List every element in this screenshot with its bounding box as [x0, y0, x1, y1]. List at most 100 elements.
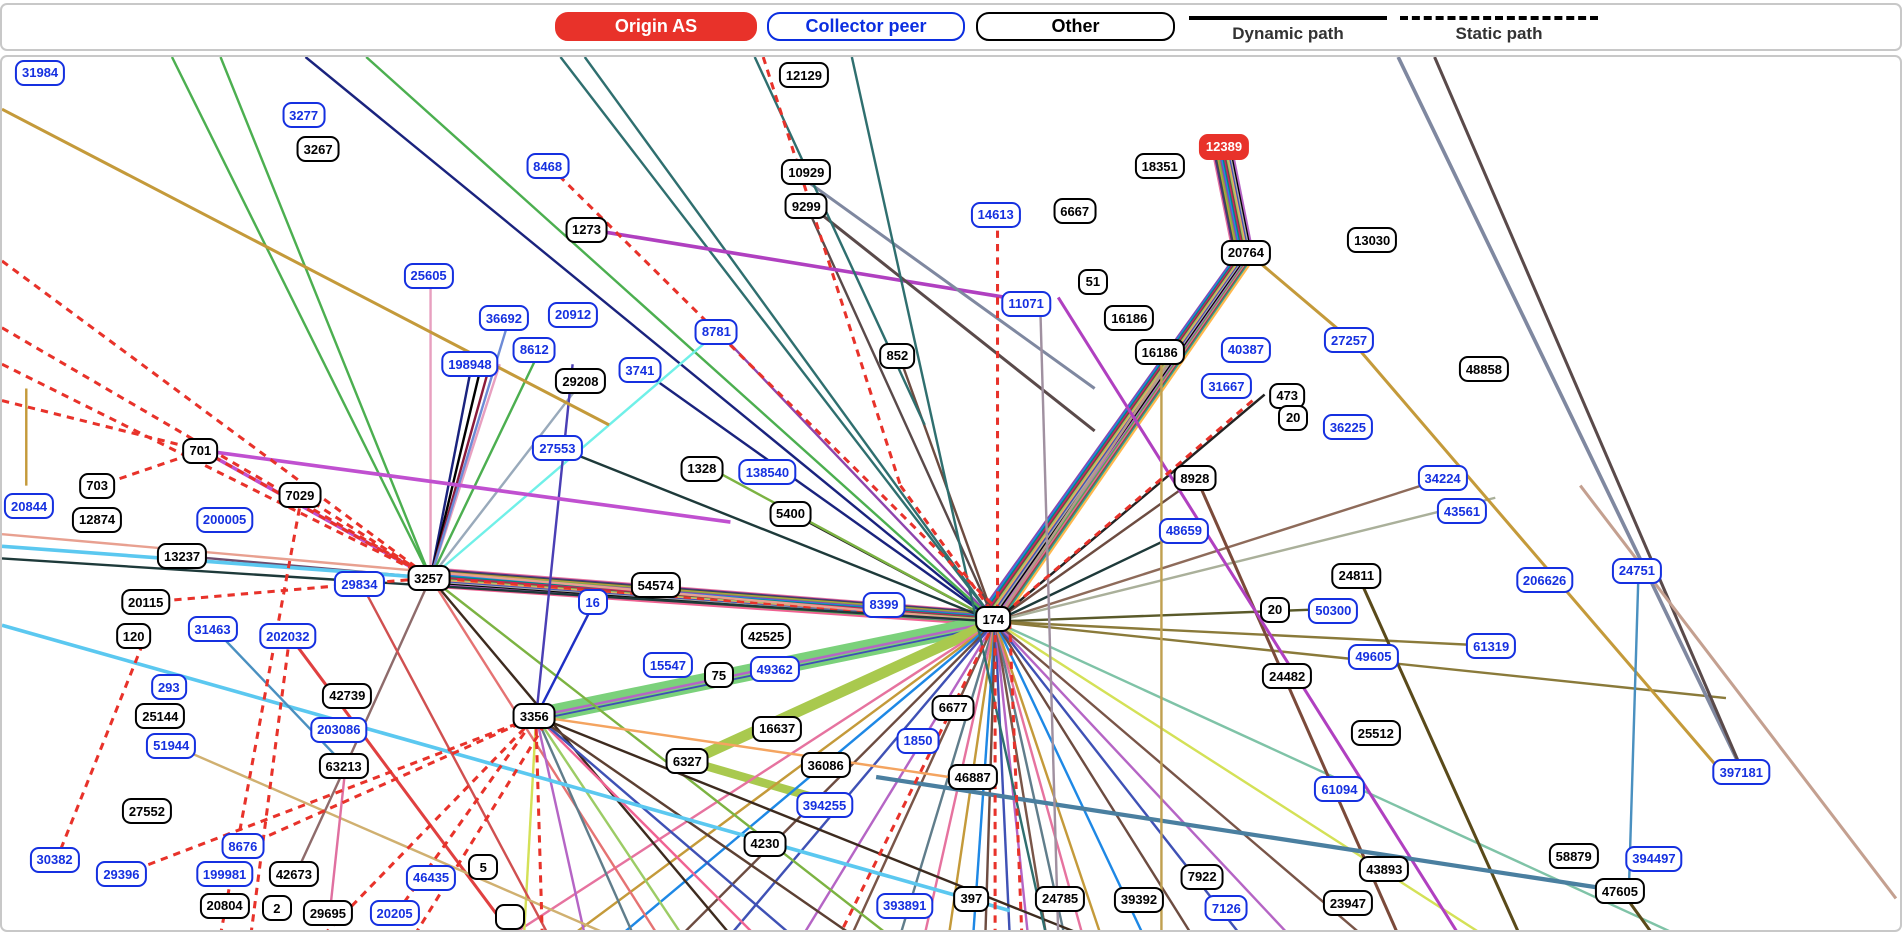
as-node[interactable]: 3356 [512, 703, 556, 730]
as-node[interactable]: 10929 [781, 159, 832, 186]
as-node[interactable]: 7029 [278, 482, 322, 509]
collector-peer-node[interactable]: 8399 [862, 591, 906, 618]
collector-peer-node[interactable]: 49605 [1348, 643, 1399, 670]
collector-peer-node[interactable]: 50300 [1308, 597, 1359, 624]
collector-peer-node[interactable]: 16 [577, 589, 608, 616]
collector-peer-node[interactable]: 8612 [512, 336, 556, 363]
as-node[interactable]: 58879 [1548, 843, 1599, 870]
collector-peer-node[interactable]: 8676 [221, 833, 265, 860]
as-node[interactable]: 6667 [1053, 198, 1097, 225]
collector-peer-node[interactable]: 394255 [795, 792, 854, 819]
as-node[interactable]: 16186 [1104, 305, 1155, 332]
as-node[interactable]: 16637 [752, 715, 803, 742]
as-node[interactable]: 23947 [1322, 890, 1373, 917]
collector-peer-node[interactable]: 206626 [1515, 567, 1574, 594]
collector-peer-node[interactable]: 49362 [749, 656, 800, 683]
collector-peer-node[interactable]: 202032 [259, 623, 317, 650]
as-node[interactable]: 174 [975, 606, 1012, 633]
as-node[interactable]: 4230 [743, 830, 787, 857]
as-node[interactable]: 20804 [199, 892, 250, 919]
as-node[interactable]: 24785 [1035, 885, 1086, 912]
as-node[interactable]: 9299 [784, 193, 828, 220]
collector-peer-node[interactable]: 36692 [478, 305, 529, 332]
as-node[interactable]: 54574 [630, 572, 681, 599]
collector-peer-node[interactable]: 34224 [1417, 465, 1468, 492]
as-node[interactable] [495, 903, 525, 930]
collector-peer-node[interactable]: 31984 [15, 59, 66, 86]
as-node[interactable]: 42525 [741, 623, 792, 650]
as-node[interactable]: 46887 [947, 764, 998, 791]
as-node[interactable]: 701 [182, 437, 219, 464]
as-node[interactable]: 20764 [1220, 239, 1271, 266]
as-node[interactable]: 25512 [1350, 720, 1401, 747]
as-node[interactable]: 120 [115, 623, 152, 650]
collector-peer-node[interactable]: 51944 [146, 732, 197, 759]
collector-peer-node[interactable]: 14613 [970, 201, 1021, 228]
collector-peer-node[interactable]: 36225 [1322, 414, 1373, 441]
collector-peer-node[interactable]: 20912 [548, 301, 599, 328]
as-node[interactable]: 5400 [769, 500, 812, 527]
as-node[interactable]: 7922 [1180, 863, 1224, 890]
collector-peer-node[interactable]: 30382 [29, 846, 80, 873]
collector-peer-node[interactable]: 20205 [369, 900, 420, 927]
collector-peer-node[interactable]: 43561 [1436, 498, 1488, 525]
collector-peer-node[interactable]: 25605 [403, 262, 454, 289]
collector-peer-node[interactable]: 48659 [1158, 517, 1209, 544]
collector-peer-node[interactable]: 393891 [875, 892, 934, 919]
collector-peer-node[interactable]: 7126 [1204, 895, 1248, 922]
as-node[interactable]: 36086 [800, 752, 851, 778]
collector-peer-node[interactable]: 200005 [195, 506, 254, 533]
as-node[interactable]: 18351 [1134, 153, 1185, 180]
as-node[interactable]: 13237 [157, 543, 208, 570]
collector-peer-node[interactable]: 394497 [1625, 845, 1683, 872]
as-node[interactable]: 29208 [555, 368, 606, 395]
collector-peer-node[interactable]: 29396 [96, 861, 147, 888]
as-node[interactable]: 63213 [318, 753, 369, 780]
collector-peer-node[interactable]: 40387 [1220, 336, 1271, 363]
collector-peer-node[interactable]: 29834 [334, 571, 385, 598]
as-node[interactable]: 47605 [1594, 878, 1645, 905]
as-node[interactable]: 25144 [135, 703, 186, 730]
as-node[interactable]: 397 [953, 885, 990, 912]
as-node[interactable]: 3257 [407, 565, 451, 591]
collector-peer-node[interactable]: 15547 [642, 652, 693, 679]
as-node[interactable]: 5 [468, 854, 499, 880]
as-node[interactable]: 48858 [1458, 356, 1509, 383]
collector-peer-node[interactable]: 27553 [532, 435, 583, 462]
collector-peer-node[interactable]: 46435 [406, 864, 457, 891]
as-node[interactable]: 1273 [565, 216, 608, 243]
as-node[interactable]: 2 [261, 895, 292, 922]
as-node[interactable]: 51 [1077, 268, 1108, 295]
collector-peer-node[interactable]: 3277 [282, 102, 326, 129]
collector-peer-node[interactable]: 138540 [738, 459, 797, 486]
collector-peer-node[interactable]: 24751 [1611, 557, 1662, 584]
as-node[interactable]: 13030 [1347, 227, 1398, 254]
as-node[interactable]: 43893 [1359, 856, 1410, 883]
collector-peer-node[interactable]: 3741 [618, 357, 662, 384]
as-node[interactable]: 6327 [665, 748, 709, 775]
as-node[interactable]: 20 [1260, 596, 1290, 623]
as-node[interactable]: 12874 [72, 506, 123, 533]
as-node[interactable]: 12129 [778, 62, 829, 89]
collector-peer-node[interactable]: 61094 [1314, 776, 1365, 803]
as-node[interactable]: 852 [879, 342, 916, 369]
as-node[interactable]: 3267 [296, 136, 340, 163]
collector-peer-node[interactable]: 8781 [694, 318, 738, 345]
collector-peer-node[interactable]: 20844 [4, 493, 55, 520]
as-node[interactable]: 20 [1278, 404, 1309, 431]
collector-peer-node[interactable]: 203086 [310, 716, 368, 743]
collector-peer-node[interactable]: 198948 [441, 351, 499, 378]
as-node[interactable]: 1328 [680, 455, 724, 482]
collector-peer-node[interactable]: 199981 [195, 861, 254, 888]
as-node[interactable]: 24811 [1331, 562, 1382, 589]
as-node[interactable]: 27552 [121, 798, 172, 825]
collector-peer-node[interactable]: 31463 [187, 616, 238, 642]
as-node[interactable]: 75 [703, 662, 734, 689]
as-node[interactable]: 29695 [302, 900, 353, 927]
collector-peer-node[interactable]: 31667 [1201, 373, 1252, 400]
collector-peer-node[interactable]: 1850 [896, 727, 940, 754]
as-node[interactable]: 8928 [1173, 465, 1217, 492]
collector-peer-node[interactable]: 8468 [526, 153, 570, 180]
as-node[interactable]: 473 [1269, 382, 1306, 409]
as-node[interactable]: 703 [79, 472, 115, 499]
